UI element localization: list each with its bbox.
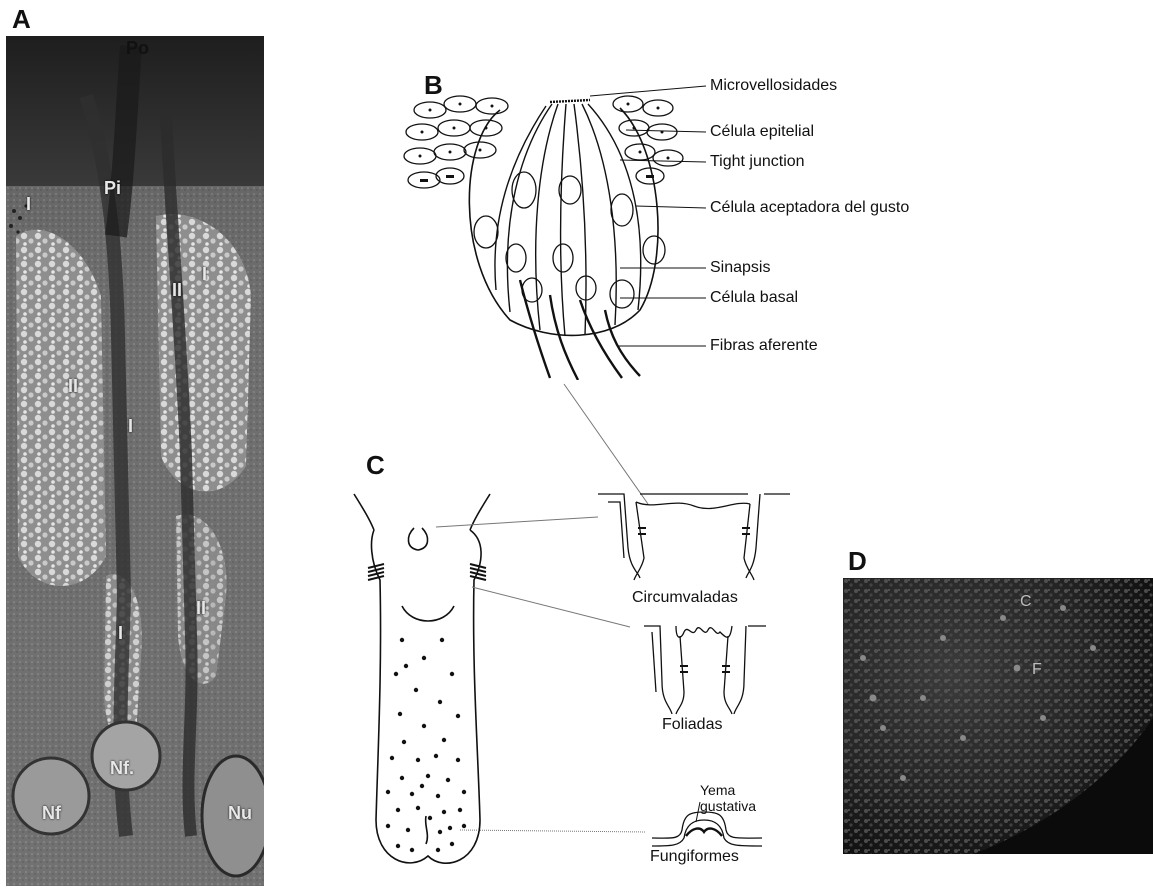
panel-a-label-i1: I xyxy=(26,194,31,215)
panel-a-letter: A xyxy=(12,4,31,35)
panel-a-micrograph xyxy=(6,36,264,886)
label-yema: Yema xyxy=(700,782,735,798)
panel-a-label-ii3: II xyxy=(196,598,206,619)
label-fungiformes: Fungiformes xyxy=(650,848,739,866)
panel-d-label-f: F xyxy=(1032,661,1042,679)
panel-a-label-i3: I xyxy=(128,416,133,437)
panel-d-letter: D xyxy=(848,546,867,577)
panel-c-letter: C xyxy=(366,450,385,481)
label-celula-aceptadora: Célula aceptadora del gusto xyxy=(710,199,909,217)
label-fibras-aferente: Fibras aferente xyxy=(710,337,818,355)
panel-a-label-pi: Pi xyxy=(104,178,121,199)
panel-a-label-po: Po xyxy=(126,38,149,59)
label-celula-epitelial: Célula epitelial xyxy=(710,123,814,141)
panel-d-fluorescence-image xyxy=(843,578,1153,854)
taste-bud-pointer xyxy=(690,798,720,828)
panel-a-label-ii2: II xyxy=(68,376,78,397)
panel-a-label-nu: Nu xyxy=(228,803,252,824)
panel-a-label-nf2: Nf. xyxy=(110,758,134,779)
label-sinapsis: Sinapsis xyxy=(710,259,770,277)
epithelial-cells-left xyxy=(404,96,508,188)
label-celula-basal: Célula basal xyxy=(710,289,798,307)
panel-b-leader-lines xyxy=(590,70,950,370)
panel-a-label-nf1: Nf xyxy=(42,803,61,824)
foliate-papilla xyxy=(640,622,770,722)
label-circumvaladas: Circumvaladas xyxy=(632,589,738,607)
circumvallate-papilla xyxy=(594,488,794,588)
label-tight-junction: Tight junction xyxy=(710,153,805,171)
label-microvellosidades: Microvellosidades xyxy=(710,77,837,95)
panel-a-label-i2: I xyxy=(202,264,207,285)
label-foliadas: Foliadas xyxy=(662,716,722,734)
panel-c-leader-fungiform xyxy=(460,826,660,836)
panel-a-label-ii1: II xyxy=(172,280,182,301)
panel-d-label-c: C xyxy=(1020,593,1032,611)
panel-a-label-i4: I xyxy=(118,623,123,644)
